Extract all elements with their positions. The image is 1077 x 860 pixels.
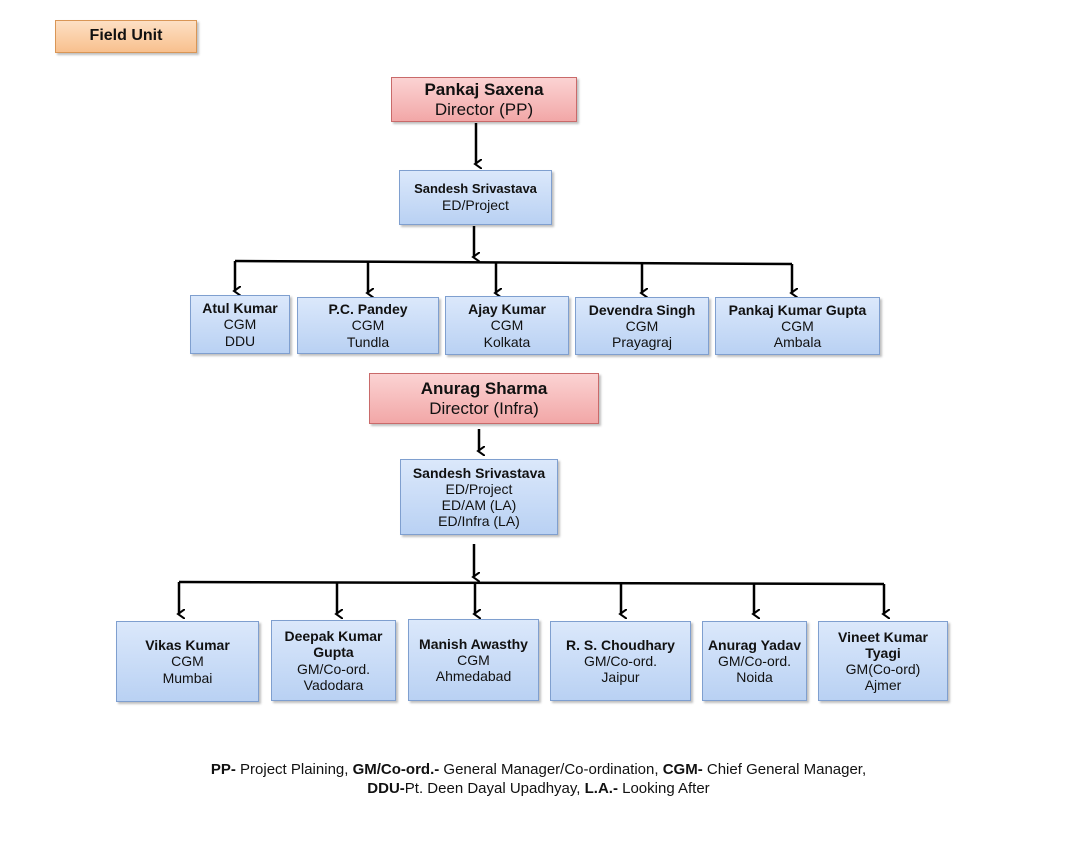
legend-text: Pt. Deen Dayal Upadhyay,: [404, 780, 585, 797]
ed-infra-line-2: ED/AM (LA): [441, 497, 517, 513]
legend-line-2: DDU-Pt. Deen Dayal Upadhyay, L.A.- Looki…: [0, 779, 1077, 798]
ed-project-line: ED/Project: [442, 196, 509, 213]
unit-role: GM(Co-ord): [845, 661, 921, 677]
unit-box-ajay-kumar: Ajay Kumar CGM Kolkata: [445, 296, 569, 355]
unit-place: Ambala: [773, 334, 822, 351]
branch-line-tier2: [178, 580, 885, 586]
unit-role: CGM: [457, 651, 490, 668]
unit-name: Manish Awasthy: [419, 635, 528, 652]
unit-name: Anurag Yadav: [707, 636, 802, 653]
unit-place: Kolkata: [483, 333, 531, 350]
unit-role: CGM: [223, 316, 257, 333]
unit-role: GM/Co-ord.: [717, 652, 792, 669]
unit-place: Ahmedabad: [435, 668, 512, 685]
unit-role: CGM: [625, 317, 659, 334]
unit-box-anurag-yadav: Anurag Yadav GM/Co-ord. Noida: [702, 621, 807, 701]
unit-box-devendra-singh: Devendra Singh CGM Prayagraj: [575, 297, 709, 355]
unit-role: CGM: [171, 653, 204, 670]
unit-name: Ajay Kumar: [468, 301, 546, 318]
unit-name: Devendra Singh: [588, 301, 696, 318]
legend-text: Chief General Manager,: [702, 761, 867, 778]
unit-box-vineet-kumar-tyagi: Vineet Kumar Tyagi GM(Co-ord) Ajmer: [818, 621, 948, 701]
unit-name: Atul Kumar: [202, 300, 278, 317]
unit-place: Prayagraj: [612, 334, 672, 351]
unit-place: Tundla: [346, 333, 390, 350]
unit-name: Pankaj Kumar Gupta: [728, 301, 867, 318]
unit-name: Vineet Kumar Tyagi: [838, 628, 928, 661]
unit-place: DDU: [224, 332, 256, 349]
unit-name: R. S. Choudhary: [566, 636, 675, 653]
unit-name: Vikas Kumar: [145, 637, 230, 654]
legend-abbr: CGM-: [662, 761, 703, 778]
director-pp-name: Pankaj Saxena: [424, 79, 544, 99]
ed-infra-line-3: ED/Infra (LA): [438, 513, 520, 530]
unit-box-pc-pandey: P.C. Pandey CGM Tundla: [297, 297, 439, 354]
legend-abbr: DDU-: [367, 780, 405, 797]
unit-place: Noida: [736, 669, 773, 686]
legend-abbr: PP-: [210, 761, 236, 778]
unit-place: Jaipur: [601, 669, 640, 686]
director-pp-role: Director (PP): [434, 99, 534, 119]
legend-text: General Manager/Co-ordination,: [439, 761, 663, 778]
unit-role: GM/Co-ord.: [296, 660, 371, 677]
unit-box-pankaj-kumar-gupta: Pankaj Kumar Gupta CGM Ambala: [715, 297, 880, 355]
unit-role: GM/Co-ord.: [583, 652, 658, 669]
unit-box-atul-kumar: Atul Kumar CGM DDU: [190, 295, 290, 354]
field-unit-label: Field Unit: [89, 27, 163, 45]
unit-place: Ajmer: [864, 677, 902, 694]
ed-project-name: Sandesh Srivastava: [414, 180, 537, 196]
unit-name: Deepak Kumar Gupta: [284, 628, 383, 661]
unit-box-deepak-kumar-gupta: Deepak Kumar Gupta GM/Co-ord. Vadodara: [271, 620, 396, 701]
legend-abbr: L.A.-: [584, 780, 618, 797]
legend-abbr: GM/Co-ord.-: [352, 761, 440, 778]
legend-text: Project Plaining,: [235, 761, 353, 778]
ed-infra-name: Sandesh Srivastava: [412, 464, 546, 481]
ed-project-box: Sandesh Srivastava ED/Project: [399, 170, 552, 225]
abbreviation-legend: PP- Project Plaining, GM/Co-ord.- Genera…: [0, 760, 1077, 798]
legend-text: Looking After: [617, 780, 710, 797]
unit-role: CGM: [351, 317, 385, 334]
unit-place: Mumbai: [162, 669, 213, 686]
unit-box-vikas-kumar: Vikas Kumar CGM Mumbai: [116, 621, 259, 702]
unit-role: CGM: [490, 317, 524, 334]
director-infra-box: Anurag Sharma Director (Infra): [369, 373, 599, 424]
branch-line-tier1: [234, 259, 793, 266]
director-infra-name: Anurag Sharma: [420, 378, 548, 398]
ed-infra-box: Sandesh Srivastava ED/Project ED/AM (LA)…: [400, 459, 558, 535]
unit-role: CGM: [781, 317, 814, 334]
director-pp-box: Pankaj Saxena Director (PP): [391, 77, 577, 122]
ed-infra-line-1: ED/Project: [445, 480, 513, 497]
unit-place: Vadodara: [303, 676, 364, 693]
unit-name: P.C. Pandey: [328, 301, 408, 318]
director-infra-role: Director (Infra): [429, 398, 539, 418]
unit-box-manish-awasthy: Manish Awasthy CGM Ahmedabad: [408, 619, 539, 701]
legend-line-1: PP- Project Plaining, GM/Co-ord.- Genera…: [0, 760, 1077, 779]
unit-box-rs-choudhary: R. S. Choudhary GM/Co-ord. Jaipur: [550, 621, 691, 701]
field-unit-badge: Field Unit: [55, 20, 197, 53]
